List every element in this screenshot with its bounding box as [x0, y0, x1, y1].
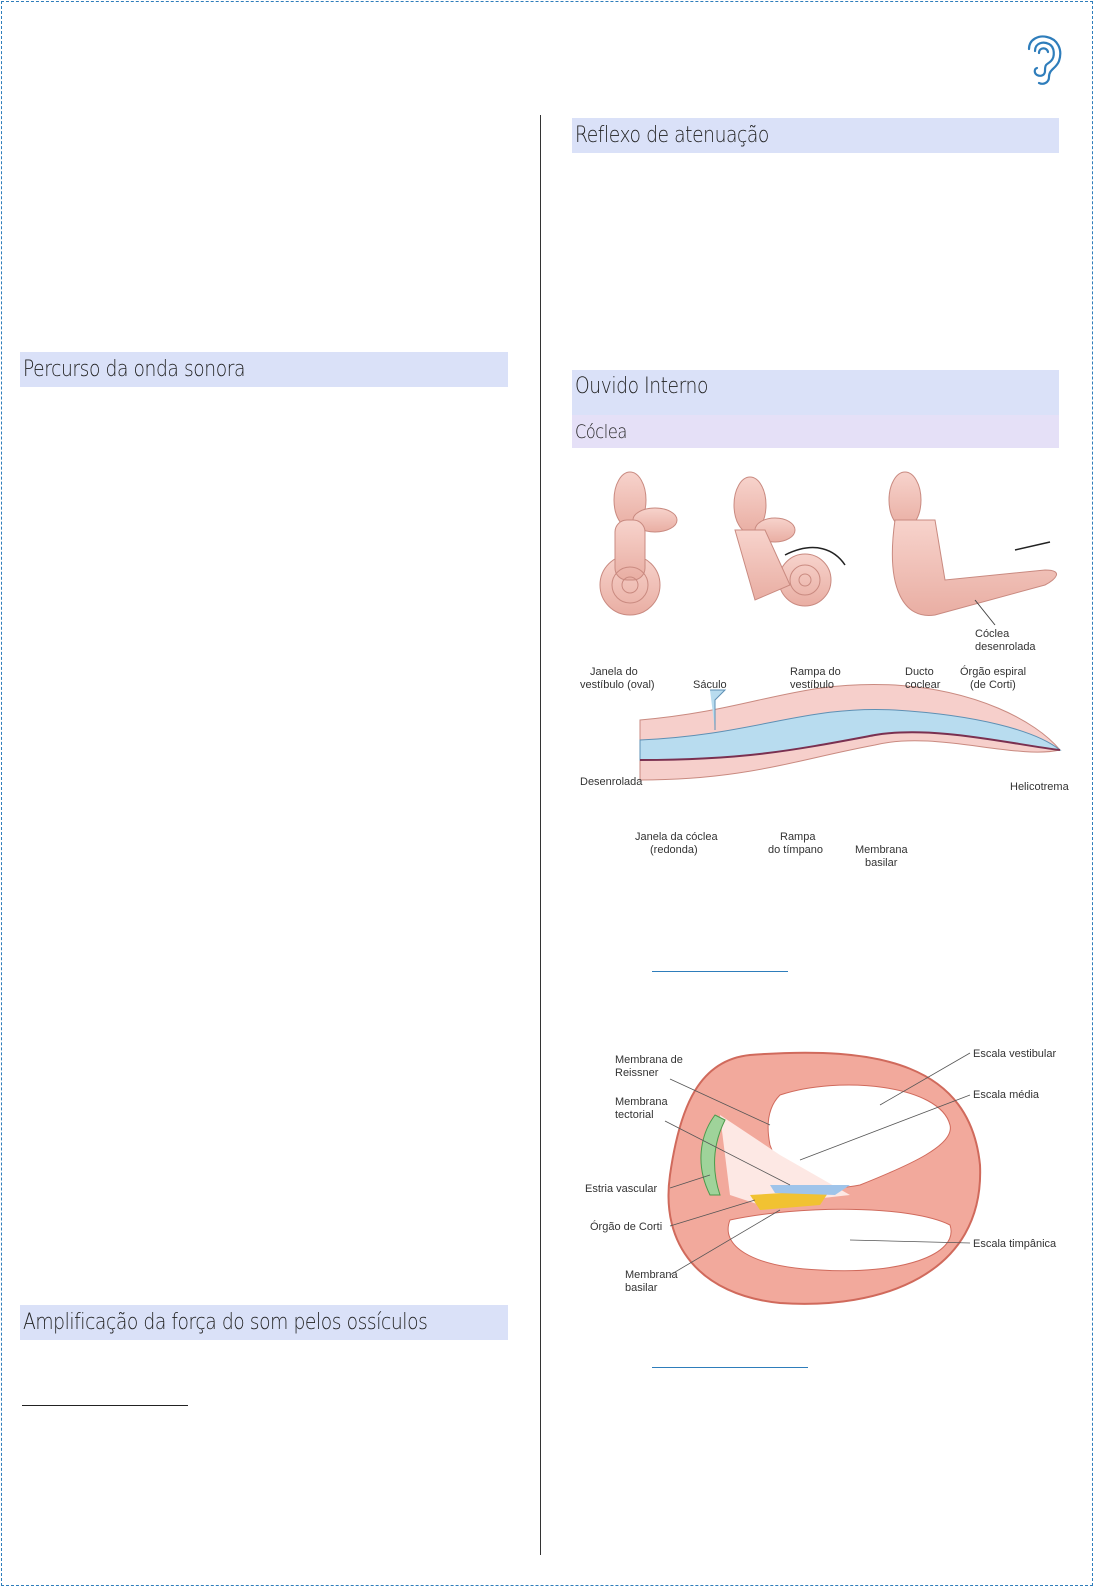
label: coclear	[905, 679, 941, 691]
cochlea-cross-section-figure: Membrana de Reissner Membrana tectorial …	[585, 1048, 1057, 1305]
label: Órgão espiral	[960, 665, 1026, 678]
uncoiled-cochlea	[891, 519, 1057, 617]
heading-ouvido-interno-text: Ouvido Interno	[575, 374, 708, 399]
label: tectorial	[615, 1109, 654, 1121]
label: Escala média	[973, 1089, 1040, 1101]
label: Rampa	[780, 831, 816, 843]
label: Janela da cóclea	[635, 831, 718, 843]
label: Ducto	[905, 666, 934, 678]
label: basilar	[625, 1282, 658, 1294]
column-divider	[540, 115, 541, 1555]
link-underline[interactable]	[652, 1367, 808, 1368]
heading-amplificacao-text: Amplificação da força do som pelos ossíc…	[23, 1310, 428, 1335]
label: vestíbulo	[790, 679, 834, 691]
label: do tímpano	[768, 844, 823, 856]
label: Cóclea	[975, 628, 1010, 640]
label: Desenrolada	[580, 776, 643, 788]
heading-coclea-text: Cóclea	[575, 420, 627, 443]
heading-percurso: Percurso da onda sonora	[20, 352, 508, 387]
label: desenrolada	[975, 641, 1036, 653]
label: Rampa do	[790, 666, 841, 678]
label: Membrana de	[615, 1054, 683, 1066]
link-underline[interactable]	[652, 971, 788, 972]
label: Órgão de Corti	[590, 1220, 662, 1233]
label: Membrana	[625, 1269, 678, 1281]
label: (de Corti)	[970, 679, 1016, 691]
label: Helicotrema	[1010, 781, 1070, 793]
heading-amplificacao: Amplificação da força do som pelos ossíc…	[20, 1305, 508, 1340]
heading-reflexo-text: Reflexo de atenuação	[575, 123, 769, 148]
label: Estria vascular	[585, 1183, 657, 1195]
label: (redonda)	[650, 844, 698, 856]
heading-coclea: Cóclea	[572, 415, 1059, 448]
scala-vestibuli	[767, 1084, 951, 1189]
arrow-icon	[784, 546, 846, 566]
label: Sáculo	[693, 679, 727, 691]
ear-icon	[1027, 35, 1062, 85]
heading-reflexo: Reflexo de atenuação	[572, 118, 1059, 153]
label: Membrana	[855, 844, 908, 856]
label: Reissner	[615, 1067, 659, 1079]
label: basilar	[865, 857, 898, 869]
label: Escala vestibular	[973, 1048, 1056, 1060]
label: Janela do	[590, 666, 638, 678]
label: vestíbulo (oval)	[580, 679, 655, 691]
heading-percurso-text: Percurso da onda sonora	[23, 357, 246, 382]
scala-tympani	[727, 1208, 952, 1272]
footnote-separator	[22, 1405, 188, 1406]
heading-ouvido-interno: Ouvido Interno	[572, 370, 1059, 415]
label: Membrana	[615, 1096, 668, 1108]
cochlea-unrolled-figure: Cóclea desenrolada Janela do vestíbulo (…	[580, 471, 1070, 869]
arrow-icon	[1014, 541, 1051, 551]
label: Escala timpânica	[973, 1238, 1057, 1250]
